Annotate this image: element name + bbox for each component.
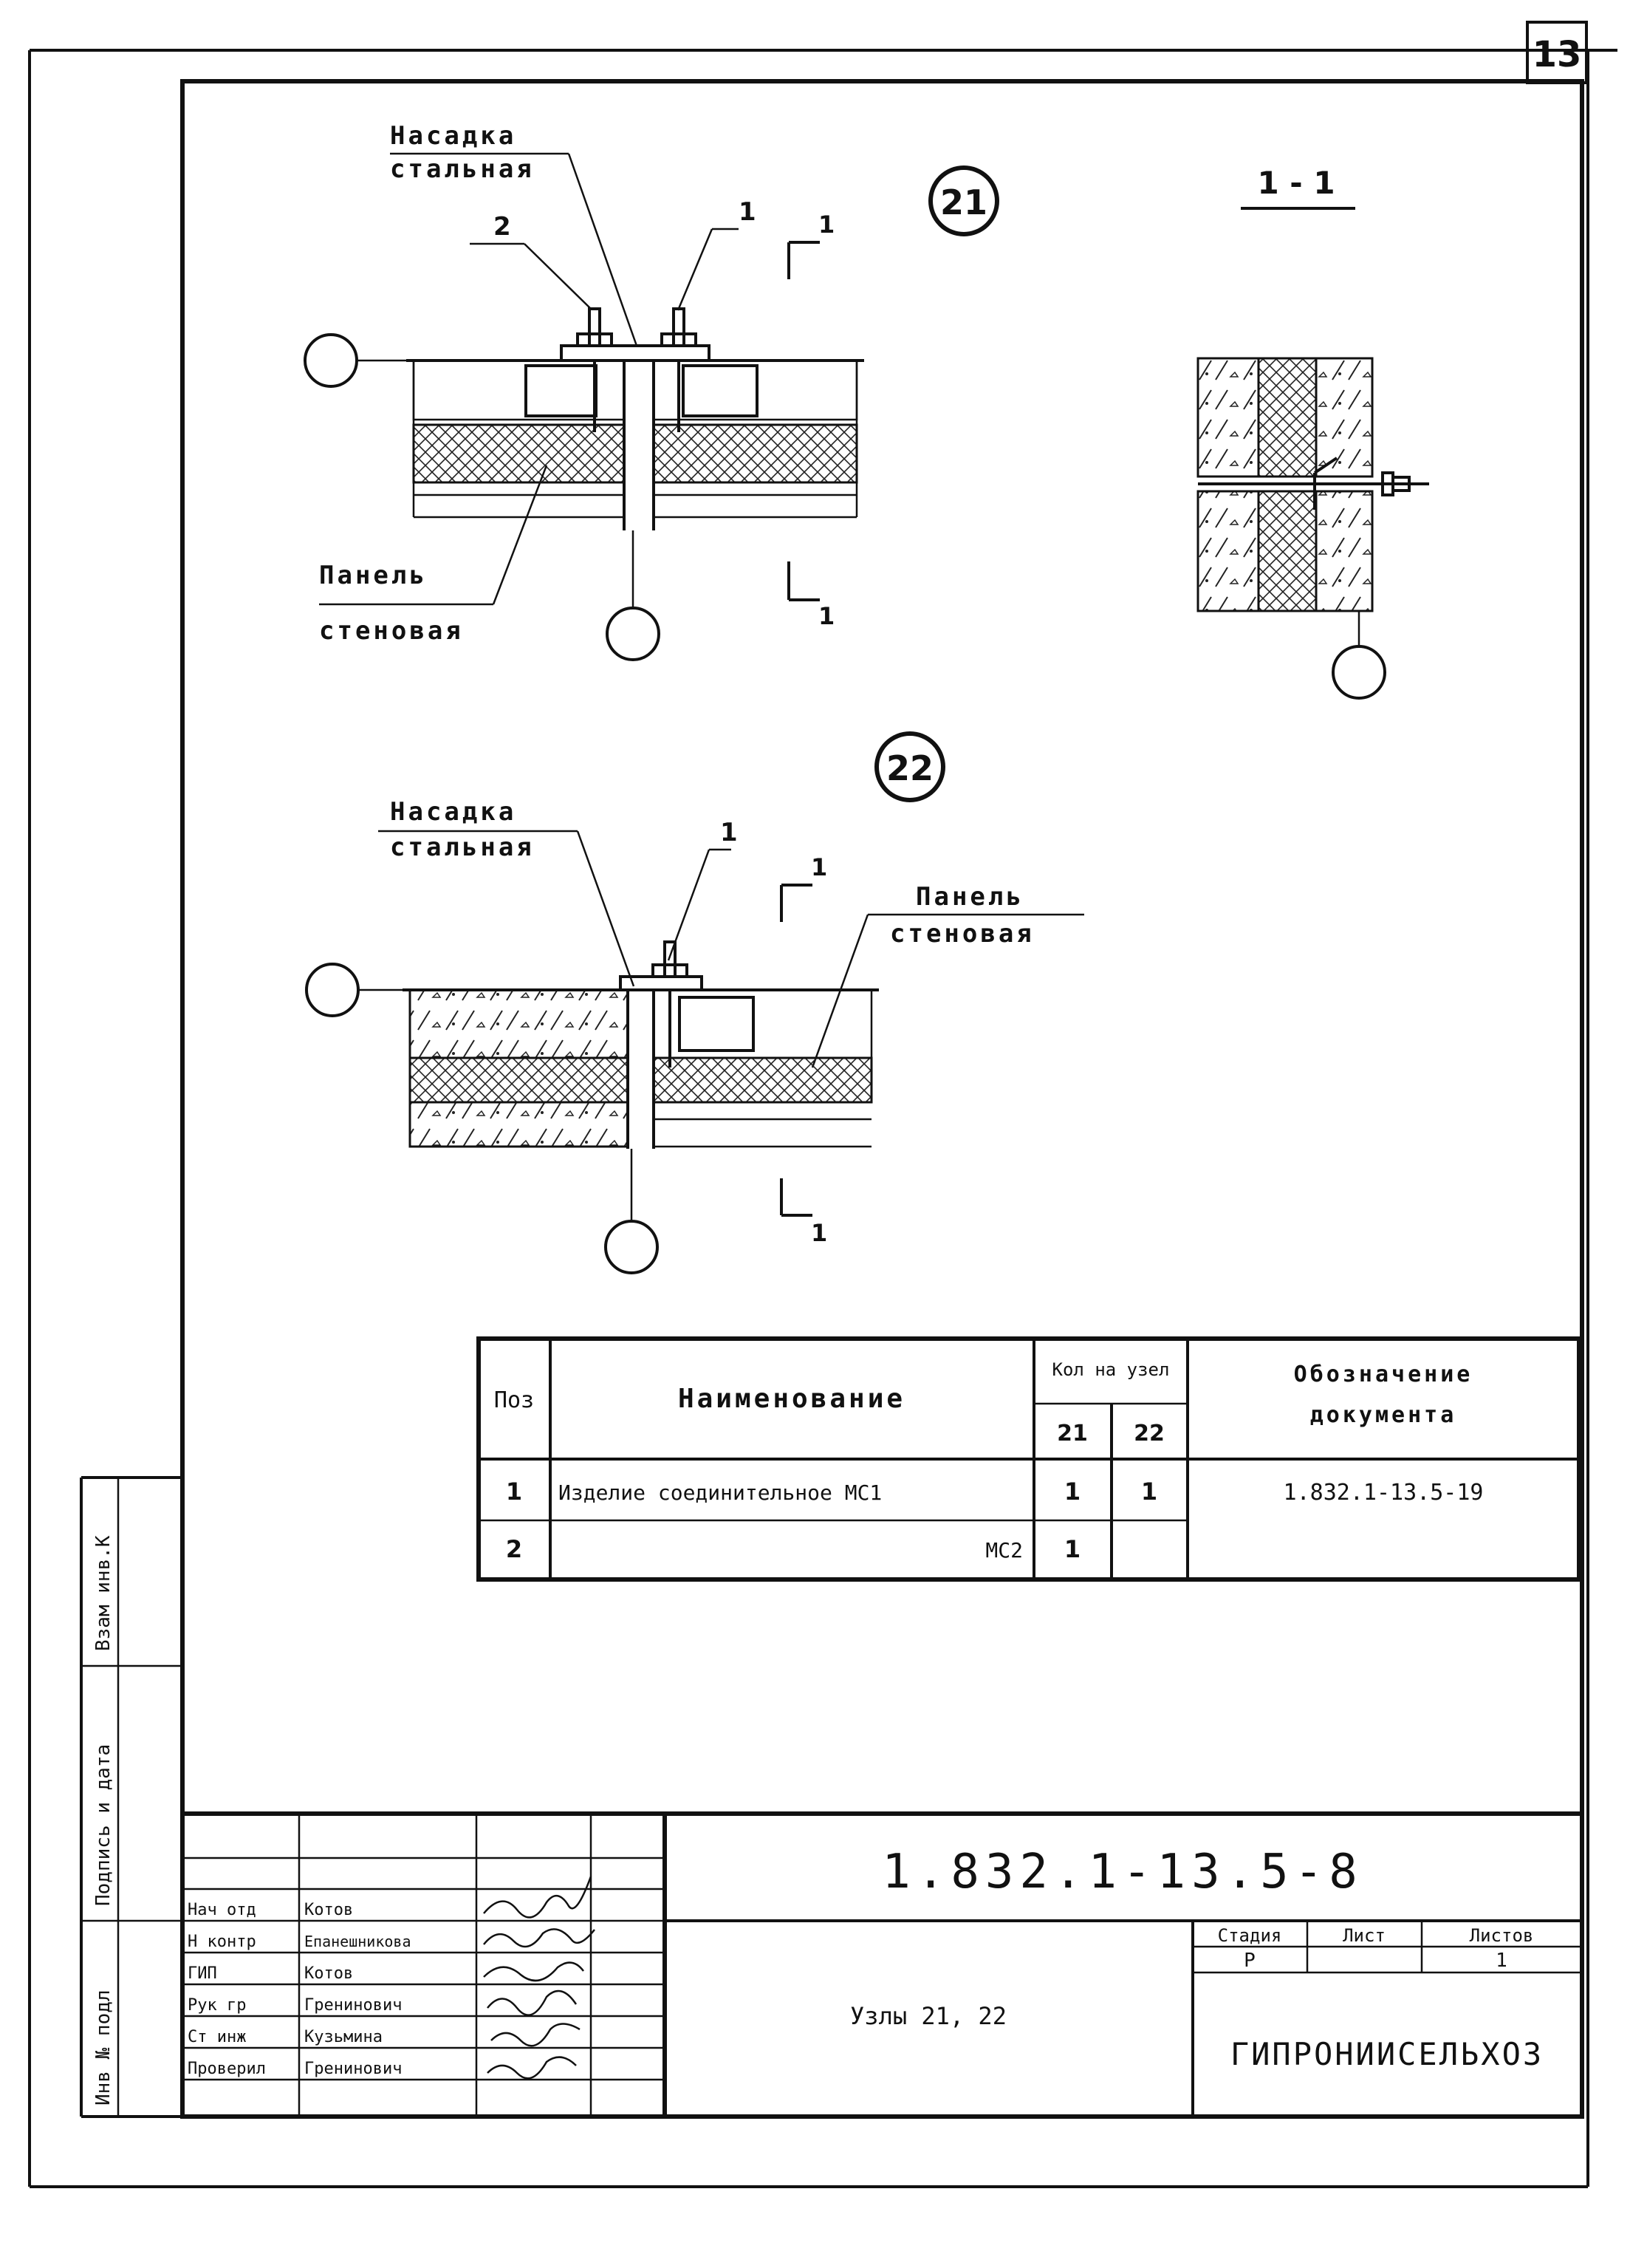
th-doc-line2: документа (1310, 1402, 1457, 1428)
node-21-panel-line2: стеновая (319, 616, 464, 646)
role-0: Нач отд (188, 1901, 256, 1919)
name-2: Котов (304, 1964, 353, 1983)
th-name: Наименование (678, 1384, 905, 1414)
node-21-panel-line1: Панель (319, 561, 428, 590)
node-21-number: 21 (940, 182, 987, 222)
node-21-nasadka-line2: стальная (390, 154, 535, 184)
name-3: Гренинович (304, 1996, 402, 2015)
node-22: 22 Насадка стальная 1 1 1 Панель стенова… (305, 731, 1084, 1274)
side-stamp: Взам инв.К Подпись и дата Инв № подл (80, 1476, 182, 2118)
section-1-1: 1 - 1 (1196, 165, 1429, 700)
sheet-number-box (1526, 21, 1588, 84)
doc-code: 1.832.1-13.5-8 (882, 1845, 1363, 1899)
row1-name: Изделие соединительное МС1 (558, 1480, 882, 1505)
role-3: Рук гр (188, 1996, 246, 2015)
title-block: 1.832.1-13.5-8 Узлы 21, 22 Стадия Лист Л… (182, 1811, 1582, 2117)
section-callout (1332, 645, 1386, 700)
sheet-frame: 13 (28, 21, 1617, 2188)
th-qty-21: 21 (1057, 1421, 1088, 1446)
name-0: Котов (304, 1901, 353, 1919)
signatures (483, 1876, 595, 2080)
sheet-number: 13 (1533, 34, 1582, 75)
th-pos: Поз (494, 1387, 534, 1413)
node-21-marker (928, 165, 999, 236)
node-22-nasadka-line1: Насадка (390, 797, 516, 827)
stamp-inv-podl: Инв № подл (92, 1989, 114, 2105)
node-22-panel-line1: Панель (916, 882, 1024, 912)
node-21-pos-2: 2 (493, 212, 511, 242)
organization: ГИПРОНИИСЕЛЬХОЗ (1230, 2036, 1544, 2072)
node-22-callout-bottom (604, 1220, 659, 1274)
node-22-cut-top: 1 (811, 853, 827, 881)
role-5: Проверил (188, 2060, 266, 2078)
name-4: Кузьмина (304, 2028, 383, 2046)
row2-q21: 1 (1064, 1535, 1081, 1563)
node-22-marker (874, 731, 945, 802)
spec-table: Поз Наименование Кол на узел 21 22 Обозн… (476, 1336, 1581, 1582)
col-sheet: Лист (1343, 1925, 1386, 1946)
node-22-panel-line2: стеновая (890, 919, 1035, 949)
stage-value: Р (1244, 1950, 1256, 1972)
role-1: Н контр (188, 1933, 256, 1951)
node-21: 21 Насадка стальная 2 1 1 1 (304, 121, 999, 661)
role-4: Ст инж (188, 2028, 246, 2046)
node-21-cut-bottom: 1 (818, 602, 835, 630)
name-5: Гренинович (304, 2060, 402, 2078)
row1-q21: 1 (1064, 1478, 1081, 1506)
node-21-pos-1: 1 (739, 197, 756, 227)
node-22-callout-left (305, 963, 360, 1017)
th-qty-22: 22 (1134, 1421, 1165, 1446)
node-21-cut-top: 1 (818, 211, 835, 239)
row1-pos: 1 (506, 1478, 522, 1506)
node-21-callout-bottom (606, 607, 660, 661)
node-21-callout-left (304, 333, 358, 388)
node-22-cut-bottom: 1 (811, 1219, 827, 1247)
row2-pos: 2 (506, 1535, 522, 1563)
stamp-podpis-data: Подпись и дата (92, 1744, 114, 1906)
col-stage: Стадия (1218, 1925, 1282, 1946)
section-title: 1 - 1 (1257, 165, 1335, 201)
row2-name: МС2 (985, 1538, 1023, 1562)
th-doc-line1: Обозначение (1294, 1362, 1473, 1387)
stamp-vzam-inv: Взам инв.К (92, 1535, 114, 1651)
node-22-number: 22 (886, 748, 934, 788)
node-21-nasadka-line1: Насадка (390, 121, 516, 151)
row1-q22: 1 (1141, 1478, 1157, 1506)
name-1: Епанешникова (304, 1933, 411, 1950)
role-2: ГИП (188, 1964, 217, 1983)
col-sheets: Листов (1470, 1925, 1534, 1946)
doc-title: Узлы 21, 22 (850, 2002, 1007, 2030)
node-22-nasadka-line2: стальная (390, 833, 535, 862)
sheets-value: 1 (1496, 1950, 1507, 1972)
row1-doc: 1.832.1-13.5-19 (1284, 1480, 1484, 1506)
node-22-pos-1: 1 (720, 818, 738, 847)
th-qty: Кол на узел (1052, 1359, 1170, 1380)
